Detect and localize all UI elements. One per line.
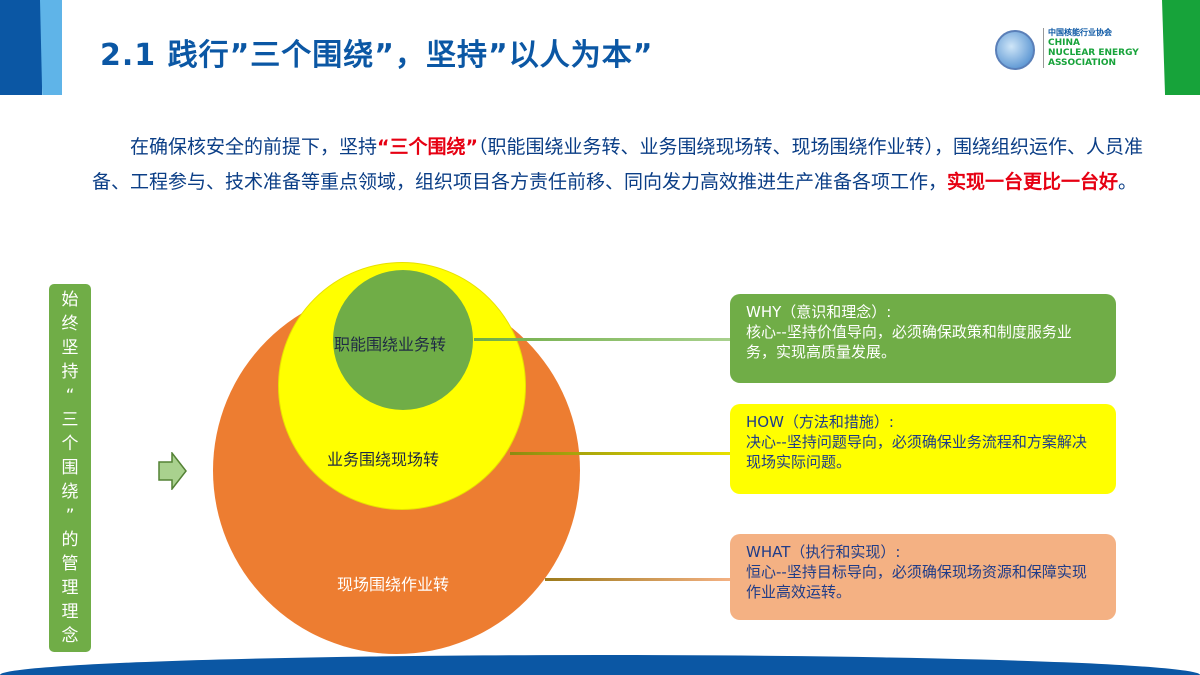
side-char: 坚 bbox=[61, 338, 79, 358]
side-char: 绕 bbox=[61, 482, 79, 502]
side-char: “ bbox=[65, 386, 75, 406]
connector-line-why bbox=[474, 338, 730, 341]
para-text-2: （职能围绕业务转、业务围绕现场转、现场围绕作业转），围绕组织运作、人员准备、工程… bbox=[92, 136, 1144, 193]
what-heading: WHAT（执行和实现）: bbox=[746, 543, 901, 561]
side-char: 围 bbox=[61, 458, 79, 478]
side-char: 持 bbox=[61, 362, 79, 382]
para-highlight-1: “三个围绕” bbox=[377, 136, 478, 158]
side-char: 理 bbox=[61, 578, 79, 598]
side-char: 理 bbox=[61, 602, 79, 622]
association-logo: 中国核能行业协会 CHINA NUCLEAR ENERGY ASSOCIATIO… bbox=[995, 28, 1155, 73]
side-label-bar: 始 终 坚 持 “ 三 个 围 绕 ” 的 管 理 理 念 bbox=[49, 284, 91, 652]
side-char: 的 bbox=[61, 530, 79, 550]
right-arrow-icon bbox=[158, 452, 187, 490]
how-heading: HOW（方法和措施）: bbox=[746, 413, 894, 431]
intro-paragraph: 在确保核安全的前提下，坚持“三个围绕”（职能围绕业务转、业务围绕现场转、现场围绕… bbox=[92, 130, 1157, 200]
logo-en3: ASSOCIATION bbox=[1048, 58, 1117, 68]
logo-emblem-icon bbox=[995, 30, 1035, 70]
para-highlight-2: 实现一台更比一台好 bbox=[947, 171, 1119, 193]
side-char: 终 bbox=[61, 314, 79, 334]
side-char: 个 bbox=[61, 434, 79, 454]
connector-line-what bbox=[545, 578, 730, 581]
header-accent-bar-light bbox=[40, 0, 62, 95]
logo-en2: NUCLEAR ENERGY bbox=[1048, 48, 1139, 58]
header-accent-bar bbox=[0, 0, 42, 95]
side-char: 始 bbox=[61, 290, 79, 310]
middle-circle-label: 业务围绕现场转 bbox=[327, 450, 440, 469]
logo-en1: CHINA bbox=[1048, 38, 1080, 48]
side-char: 三 bbox=[61, 410, 79, 430]
what-box: WHAT（执行和实现）: 恒心--坚持目标导向，必须确保现场资源和保障实现作业高… bbox=[730, 534, 1116, 620]
side-char: 管 bbox=[61, 554, 79, 574]
footer-wave bbox=[0, 655, 1200, 675]
para-text-1: 在确保核安全的前提下，坚持 bbox=[130, 136, 378, 158]
para-text-3: 。 bbox=[1118, 171, 1138, 193]
outer-circle-label: 现场围绕作业转 bbox=[337, 575, 450, 594]
why-body: 核心--坚持价值导向，必须确保政策和制度服务业务，实现高质量发展。 bbox=[746, 323, 1072, 361]
inner-circle-label: 职能围绕业务转 bbox=[334, 335, 447, 354]
connector-line-how bbox=[510, 452, 730, 455]
logo-cn: 中国核能行业协会 bbox=[1048, 28, 1112, 37]
page-title: 2.1 践行”三个围绕”，坚持”以人为本” bbox=[100, 38, 654, 73]
why-box: WHY（意识和理念）: 核心--坚持价值导向，必须确保政策和制度服务业务，实现高… bbox=[730, 294, 1116, 383]
how-box: HOW（方法和措施）: 决心--坚持问题导向，必须确保业务流程和方案解决现场实际… bbox=[730, 404, 1116, 494]
inner-circle bbox=[333, 270, 473, 410]
what-body: 恒心--坚持目标导向，必须确保现场资源和保障实现作业高效运转。 bbox=[746, 563, 1087, 601]
side-char: ” bbox=[65, 506, 75, 526]
header-accent-bar-green bbox=[1162, 0, 1200, 95]
how-body: 决心--坚持问题导向，必须确保业务流程和方案解决现场实际问题。 bbox=[746, 433, 1087, 471]
why-heading: WHY（意识和理念）: bbox=[746, 303, 892, 321]
side-char: 念 bbox=[61, 626, 79, 646]
